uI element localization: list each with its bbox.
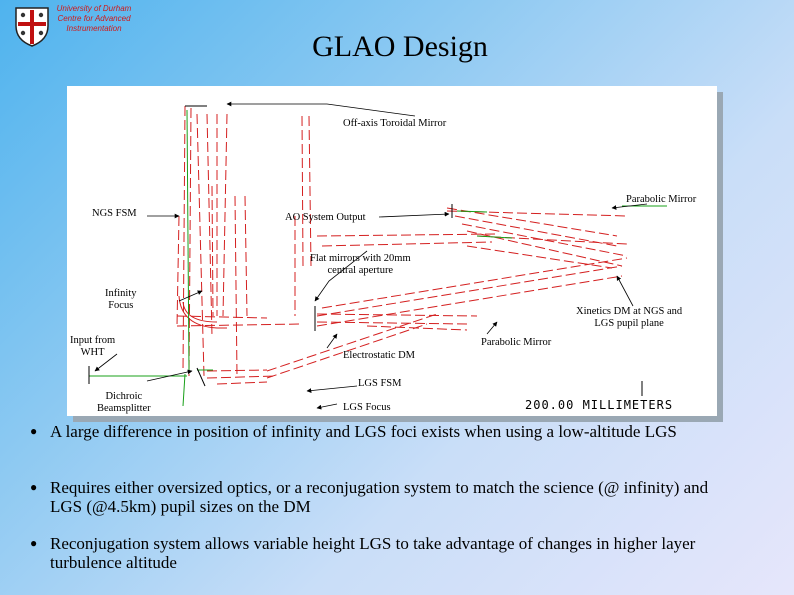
optical-layout-diagram: Off-axis Toroidal Mirror Parabolic Mirro… [67, 86, 717, 416]
label-ngs-fsm: NGS FSM [92, 208, 137, 219]
institution-name: University of Durham Centre for Advanced… [56, 4, 132, 33]
university-crest-icon [12, 4, 52, 48]
page-title: GLAO Design [312, 30, 488, 63]
label-flat-mirrors: Flat mirrors with 20mm central aperture [310, 253, 411, 276]
label-input-from-wht: Input from WHT [70, 335, 116, 358]
label-dichroic-beamsplitter: Dichroic Beamsplitter [97, 391, 151, 414]
label-parabolic-mirror-top: Parabolic Mirror [626, 194, 697, 205]
label-electrostatic-dm: Electrostatic DM [343, 350, 416, 361]
ray-trace-drawing [88, 101, 667, 410]
label-lgs-fsm: LGS FSM [358, 378, 402, 389]
bullet-dot-icon: ● [30, 536, 38, 550]
bullet-dot-icon: ● [30, 480, 38, 494]
label-ao-system-output: AO System Output [285, 212, 366, 223]
label-off-axis-toroidal-mirror: Off-axis Toroidal Mirror [343, 118, 447, 129]
label-infinity-focus: Infinity Focus [105, 288, 137, 311]
label-xinetics-dm: Xinetics DM at NGS and LGS pupil plane [576, 306, 683, 329]
label-lgs-focus: LGS Focus [343, 402, 391, 413]
label-parabolic-mirror-bottom: Parabolic Mirror [481, 337, 552, 348]
scale-bar-label: 200.00 MILLIMETERS [525, 398, 674, 412]
bullet-dot-icon: ● [30, 424, 38, 438]
